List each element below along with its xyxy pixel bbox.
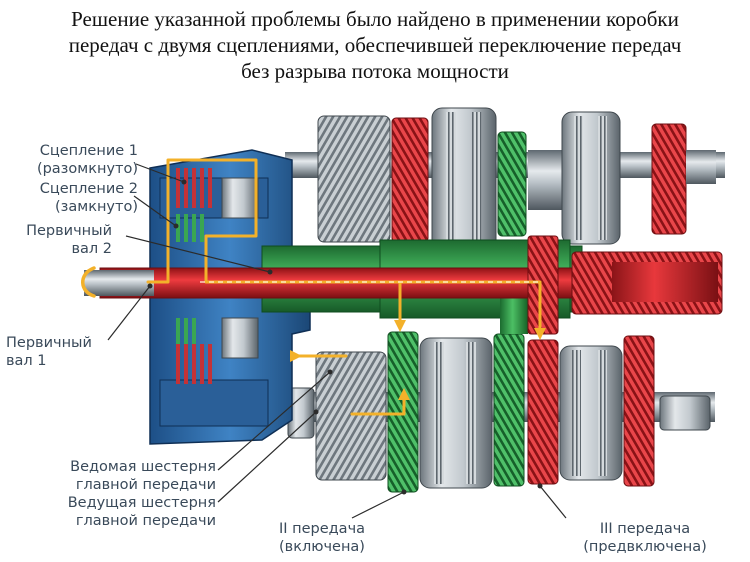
clutch-2-plates xyxy=(176,214,204,242)
title-line-1: Решение указанной проблемы было найдено … xyxy=(71,7,679,31)
label-input-shaft-1-line-2: вал 1 xyxy=(6,353,47,369)
title: Решение указанной проблемы было найдено … xyxy=(0,6,750,84)
lower-shaft-assembly xyxy=(287,331,715,493)
label-input-shaft-2-line-2: вал 2 xyxy=(71,241,112,257)
title-line-3: без разрыва потока мощности xyxy=(241,59,509,83)
label-gear-2-state: (включена) xyxy=(279,539,365,555)
label-clutch-2-title: Сцепление 2 xyxy=(39,181,138,197)
label-input-shaft-2: Первичный вал 2 xyxy=(4,222,112,258)
label-clutch-2: Сцепление 2 (замкнуто) xyxy=(4,180,138,216)
label-driving-final-gear-line-1: Ведущая шестерня xyxy=(67,495,216,511)
engine-input-shaft xyxy=(84,270,154,296)
leader-dots xyxy=(147,179,543,495)
label-clutch-1: Сцепление 1 (разомкнуто) xyxy=(4,142,138,178)
clutch-1-plates xyxy=(176,168,212,208)
label-input-shaft-2-line-1: Первичный xyxy=(26,223,112,239)
label-gear-3-state: (предвключена) xyxy=(583,539,707,555)
label-gear-3: III передача (предвключена) xyxy=(566,520,724,556)
label-gear-3-title: III передача xyxy=(599,521,691,537)
label-driven-final-gear-line-1: Ведомая шестерня xyxy=(70,459,216,475)
label-input-shaft-1: Первичный вал 1 xyxy=(6,334,116,370)
leader-lines xyxy=(107,163,567,519)
label-input-shaft-1-line-1: Первичный xyxy=(6,335,92,351)
title-line-2: передач с двумя сцеплениями, обеспечивше… xyxy=(68,33,682,57)
label-clutch-1-title: Сцепление 1 xyxy=(39,143,138,159)
upper-shaft-assembly xyxy=(285,107,725,251)
label-driven-final-gear: Ведомая шестерня главной передачи xyxy=(40,458,216,494)
label-driven-final-gear-line-2: главной передачи xyxy=(75,477,216,493)
label-gear-2: II передача (включена) xyxy=(262,520,382,556)
label-clutch-2-state: (замкнуто) xyxy=(55,199,138,215)
label-driving-final-gear: Ведущая шестерня главной передачи xyxy=(40,494,216,530)
label-clutch-1-state: (разомкнуто) xyxy=(36,161,138,177)
label-driving-final-gear-line-2: главной передачи xyxy=(75,513,216,529)
label-gear-2-title: II передача xyxy=(278,521,366,537)
